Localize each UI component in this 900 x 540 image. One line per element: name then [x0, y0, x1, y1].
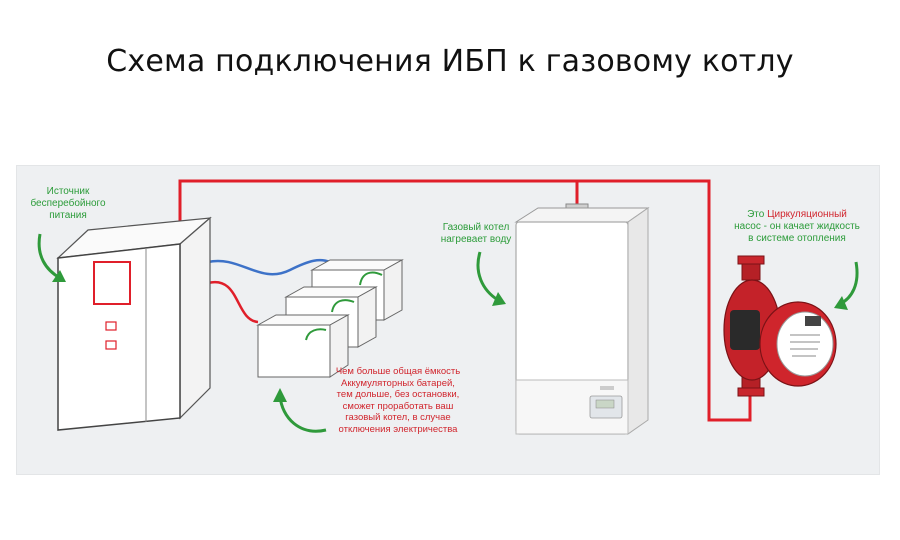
- diagram-title: Схема подключения ИБП к газовому котлу: [106, 44, 794, 79]
- batteries-label-line: Аккумуляторных батарей,: [341, 377, 455, 389]
- batteries-label-line: тем дольше, без остановки,: [336, 389, 460, 400]
- pump-label-prefix: Это: [747, 209, 768, 220]
- ups-label-line: Источник: [46, 186, 90, 197]
- pump-label-line: в системе отопления: [748, 233, 846, 244]
- red-wire-battery: [207, 280, 259, 324]
- boiler-label: Газовый котел нагревает воду: [426, 222, 526, 246]
- red-wire-top: [178, 179, 752, 422]
- arrow-batteries-icon: [273, 388, 327, 433]
- batteries-label-line: газовый котел, в случае: [345, 412, 451, 423]
- arrow-boiler-icon: [476, 251, 506, 306]
- pump-label-highlight: Циркуляционный: [767, 209, 847, 220]
- arrow-pump-icon: [834, 261, 859, 310]
- batteries-label-line: отключения электричества: [338, 423, 458, 435]
- boiler-label-line: Газовый котел: [442, 222, 510, 233]
- gas-boiler-icon: [514, 203, 650, 435]
- ups-label-line: питания: [49, 210, 87, 221]
- ups-unit-icon: [56, 216, 212, 431]
- pump-label: Это Циркуляционный насос - он качает жид…: [722, 209, 872, 245]
- blue-wire-battery: [207, 258, 331, 276]
- arrow-ups-icon: [37, 233, 66, 282]
- pump-label-line: Это Циркуляционный: [722, 209, 872, 221]
- batteries-label-line: сможет проработать ваш: [342, 400, 454, 412]
- batteries-label: Чем больше общая ёмкость Аккумуляторных …: [318, 366, 478, 435]
- ups-label-line: бесперебойного: [30, 198, 106, 209]
- ups-label: Источник бесперебойного питания: [18, 186, 118, 222]
- pump-label-line: насос - он качает жидкость: [734, 221, 860, 232]
- battery-stack-icon: [256, 259, 404, 378]
- boiler-label-line: нагревает воду: [440, 234, 512, 245]
- circulation-pump-icon: [723, 255, 837, 397]
- batteries-label-line: Чем больше общая ёмкость: [335, 366, 461, 377]
